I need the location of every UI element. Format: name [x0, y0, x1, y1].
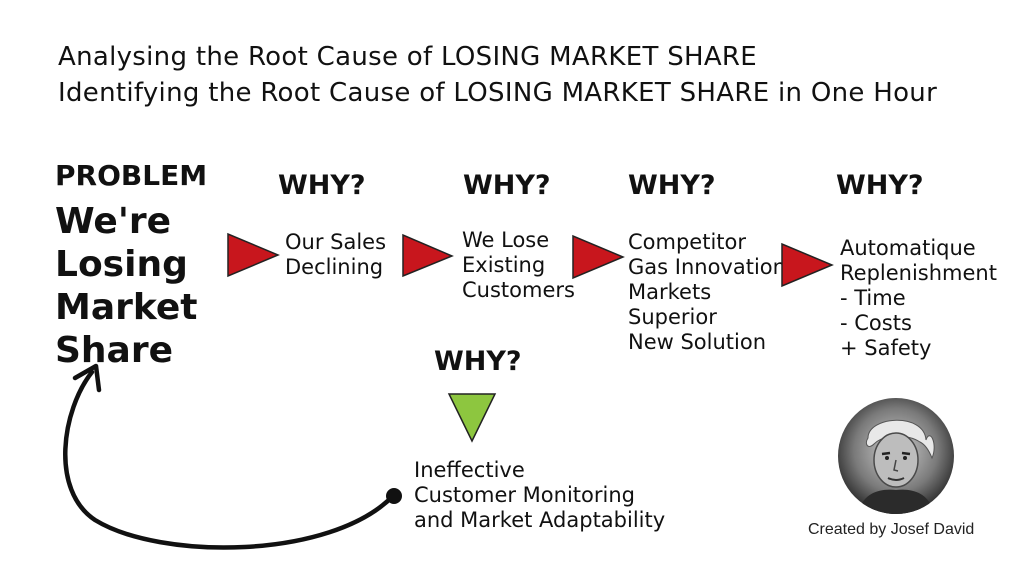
- problem-line: Losing: [55, 244, 188, 285]
- title-line-2: Identifying the Root Cause of LOSING MAR…: [58, 78, 938, 108]
- step-line: Superior: [628, 305, 717, 329]
- credit-text: Created by Josef David: [808, 521, 975, 538]
- green-triangle-down-icon: [447, 393, 497, 443]
- why-heading-4: WHY?: [836, 170, 924, 201]
- step-line: - Time: [840, 286, 906, 310]
- title-line-1: Analysing the Root Cause of LOSING MARKE…: [58, 42, 758, 72]
- step-line: Our Sales: [285, 230, 387, 254]
- why-heading-2: WHY?: [463, 170, 551, 201]
- problem-line: Share: [55, 330, 174, 371]
- step-line: - Costs: [840, 311, 912, 335]
- step-line: Markets: [628, 280, 712, 304]
- root-cause-line: Ineffective: [414, 458, 525, 482]
- step-line: + Safety: [840, 336, 932, 360]
- problem-line: Market: [55, 287, 198, 328]
- red-triangle-right-icon: [572, 234, 625, 280]
- step-line: Existing: [462, 253, 546, 277]
- why-heading-root: WHY?: [434, 346, 522, 377]
- problem-line: We're: [55, 201, 172, 242]
- problem-label: PROBLEM: [55, 159, 208, 192]
- step-line: New Solution: [628, 330, 767, 354]
- root-cause-line: and Market Adaptability: [414, 508, 666, 532]
- portrait-image: [838, 398, 954, 514]
- step-3-text: Competitor Gas Innovation Markets Superi…: [628, 230, 786, 355]
- red-triangle-right-icon: [227, 232, 280, 278]
- curved-arrow-icon: [63, 363, 402, 550]
- step-1-text: Our Sales Declining: [285, 230, 386, 280]
- red-triangle-right-icon: [781, 242, 834, 288]
- root-cause-text: Ineffective Customer Monitoring and Mark…: [414, 458, 665, 533]
- step-line: Customers: [462, 278, 575, 302]
- why-heading-1: WHY?: [278, 170, 366, 201]
- step-line: Replenishment: [840, 261, 997, 285]
- step-line: Automatique: [840, 236, 976, 260]
- step-2-text: We Lose Existing Customers: [462, 228, 575, 303]
- step-line: Gas Innovation: [628, 255, 786, 279]
- red-triangle-right-icon: [402, 233, 454, 278]
- step-line: We Lose: [462, 228, 550, 252]
- root-cause-line: Customer Monitoring: [414, 483, 635, 507]
- step-line: Declining: [285, 255, 384, 279]
- step-line: Competitor: [628, 230, 747, 254]
- why-heading-3: WHY?: [628, 170, 716, 201]
- step-4-text: Automatique Replenishment - Time - Costs…: [840, 236, 997, 361]
- problem-statement: We're Losing Market Share: [55, 200, 197, 372]
- author-portrait: [838, 398, 954, 514]
